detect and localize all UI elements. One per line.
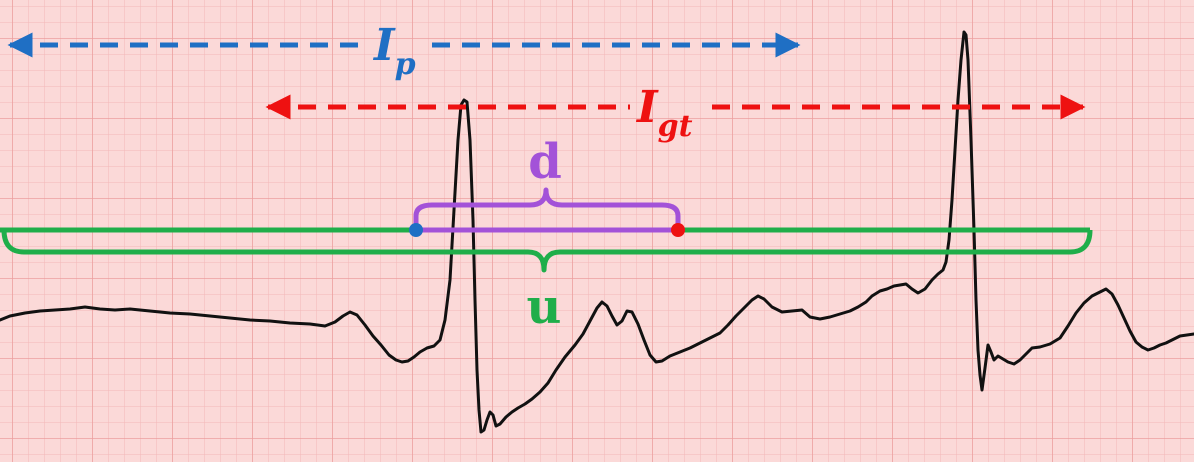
ecg-trace — [0, 30, 1194, 434]
d-brace — [413, 187, 681, 228]
d-end-point — [671, 223, 685, 237]
igt-label: Igt — [635, 82, 693, 144]
igt-label-main: I — [635, 82, 659, 133]
ip-label-sub: p — [395, 47, 416, 82]
u-brace — [1, 229, 1093, 273]
ip-label-main: I — [372, 20, 396, 71]
igt-label-sub: gt — [658, 109, 693, 144]
d-start-point — [409, 223, 423, 237]
u-label: u — [527, 279, 562, 335]
d-label: d — [528, 134, 562, 190]
ip-label: Ip — [372, 20, 416, 82]
